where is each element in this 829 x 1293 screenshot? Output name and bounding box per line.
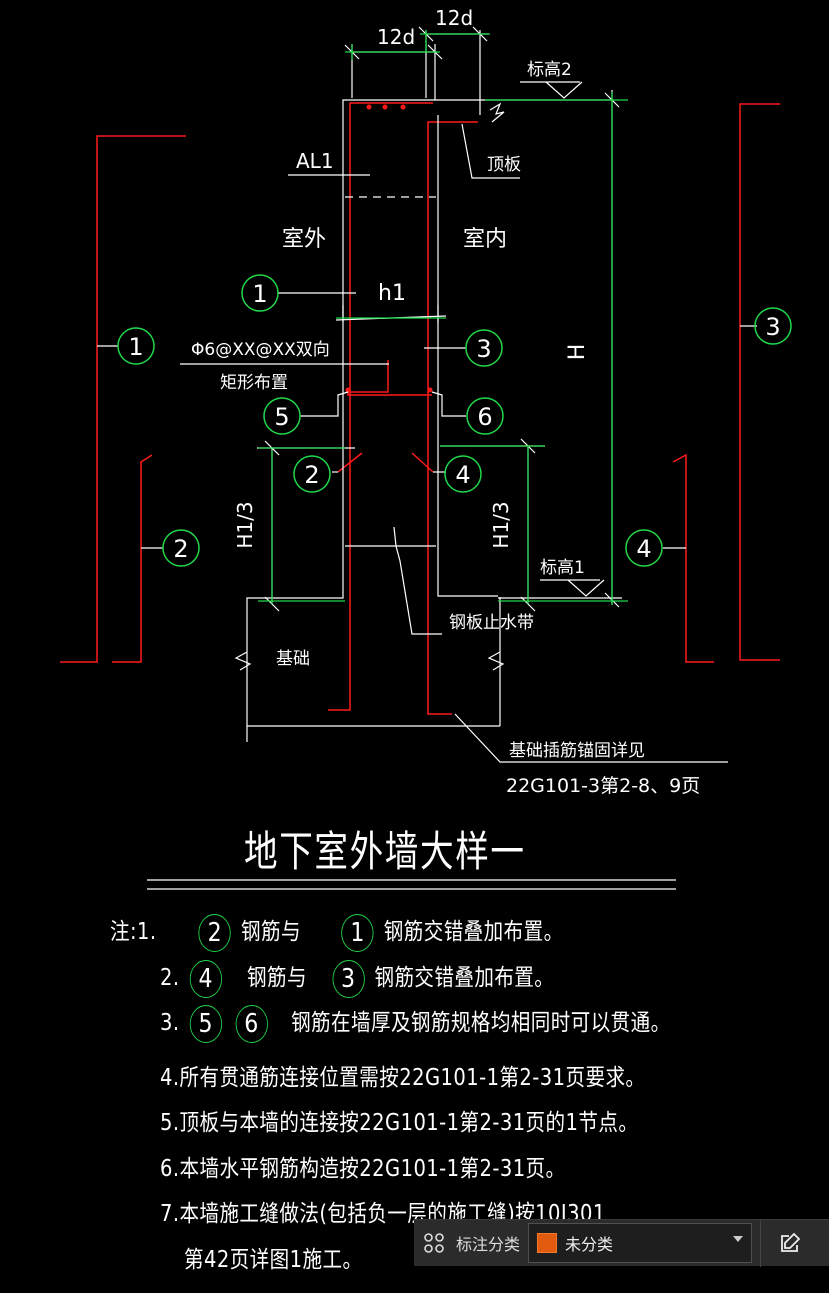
marker-circle-1a: [241, 274, 279, 312]
marker-circle-4a: [444, 455, 482, 493]
dim-12d-right: 12d: [435, 6, 473, 30]
marker-5: 5: [274, 403, 289, 431]
marker-3a: 3: [476, 335, 491, 363]
rebar-dots: [345, 104, 433, 393]
top-slab-label: 顶板: [487, 155, 521, 175]
waterstop-label: 钢板止水带: [449, 613, 534, 633]
category-select[interactable]: 未分类: [528, 1223, 753, 1263]
drawing-title: 地下室外墙大样一: [244, 827, 526, 876]
elev1-label: 标高1: [540, 558, 585, 578]
inside-label: 室内: [463, 227, 507, 252]
al1-label: AL1: [296, 149, 334, 173]
marker-4b: 4: [636, 535, 651, 563]
marker-circle-2b: [162, 529, 200, 567]
category-color-swatch: [537, 1233, 558, 1253]
marker-numbers: 1 1 3 3 5 6 2 2 4 4: [128, 280, 780, 563]
marker-circle-4b: [625, 529, 663, 567]
category-select-value: 未分类: [565, 1235, 614, 1254]
outside-label: 室外: [282, 227, 326, 252]
marker-1a: 1: [252, 280, 267, 308]
edit-icon[interactable]: [760, 1219, 819, 1267]
elev2-label: 标高2: [527, 60, 572, 80]
chevron-down-icon: [733, 1236, 744, 1242]
marker-circle-5: [263, 397, 301, 435]
grid-icon[interactable]: [414, 1220, 454, 1267]
marker-circle-3b: [754, 307, 792, 345]
foundation-label: 基础: [276, 649, 310, 669]
marker-circle-2a: [293, 455, 331, 493]
marker-1b: 1: [128, 333, 143, 361]
marker-3b: 3: [765, 313, 780, 341]
rebar-layout-label: 矩形布置: [220, 373, 288, 393]
marker-2a: 2: [304, 461, 319, 489]
green-dimension-lines: [258, 30, 628, 605]
drawing-labels: 12d 12d 标高2 AL1 顶板 室外 室内 h1 H Φ6@XX@XX双向…: [191, 6, 700, 797]
marker-leaders: [97, 325, 757, 549]
dim-12d-left: 12d: [377, 25, 415, 49]
rebar-spec-label: Φ6@XX@XX双向: [191, 340, 330, 360]
marker-4a: 4: [455, 461, 470, 489]
anchor-ref-label: 22G101-3第2-8、9页: [506, 775, 700, 797]
marker-circle-3a: [465, 329, 503, 367]
marker-circle-1b: [117, 327, 155, 365]
h13-right-label: H1/3: [489, 501, 513, 548]
red-rebar-lines: [60, 102, 780, 715]
marker-6: 6: [477, 403, 492, 431]
h-label: H: [565, 344, 590, 361]
marker-2b: 2: [173, 535, 188, 563]
toolbar-label: 标注分类: [456, 1235, 521, 1254]
h1-label: h1: [378, 281, 406, 306]
marker-circles: [117, 274, 792, 567]
anchor-note-label: 基础插筋锚固详见: [509, 741, 645, 761]
annotation-toolbar: 标注分类 未分类: [414, 1219, 829, 1267]
h13-left-label: H1/3: [233, 501, 257, 548]
marker-circle-6: [466, 397, 504, 435]
